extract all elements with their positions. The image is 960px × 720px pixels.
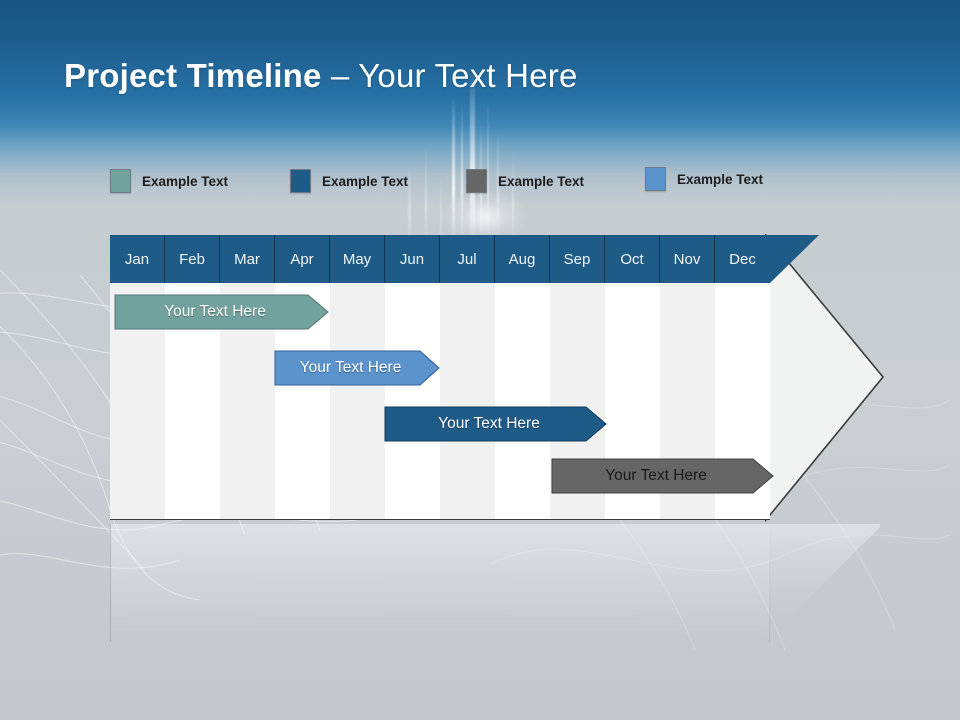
legend-label: Example Text <box>677 171 764 187</box>
timeline-bar-4[interactable]: Your Text Here <box>551 457 774 495</box>
month-header-feb[interactable]: Feb <box>165 235 220 283</box>
legend-item-4[interactable]: Example Text <box>645 166 763 192</box>
month-header-jun[interactable]: Jun <box>385 235 440 283</box>
column-jul <box>440 283 495 519</box>
light-beam-icon <box>452 95 455 245</box>
timeline-bar-2[interactable]: Your Text Here <box>274 349 440 387</box>
legend-item-1[interactable]: Example Text <box>110 168 228 194</box>
month-header-aug[interactable]: Aug <box>495 235 550 283</box>
timeline-bar-3[interactable]: Your Text Here <box>384 405 607 443</box>
timeline-bars: Your Text Here Your Text Here Your Text … <box>110 235 880 523</box>
slide-title: Project Timeline – Your Text Here <box>64 57 578 95</box>
month-header-nov[interactable]: Nov <box>660 235 715 283</box>
bar-shape-icon <box>551 458 774 494</box>
legend-swatch-icon <box>290 169 311 193</box>
month-header-dec[interactable]: Dec <box>715 235 770 283</box>
legend-item-3[interactable]: Example Text <box>466 168 584 194</box>
light-beam-icon <box>425 145 427 243</box>
legend-item-2[interactable]: Example Text <box>290 168 408 194</box>
timeline-chart: Jan Feb Mar Apr May Jun Jul Aug Sep Oct … <box>110 234 885 523</box>
reflection-body <box>110 524 770 642</box>
legend-label: Example Text <box>498 173 585 189</box>
legend-swatch-icon <box>645 167 666 191</box>
bar-shape-icon <box>384 406 607 442</box>
month-header-sep[interactable]: Sep <box>550 235 605 283</box>
page-title-regular: – Your Text Here <box>321 57 578 94</box>
month-header-jul[interactable]: Jul <box>440 235 495 283</box>
legend-swatch-icon <box>110 169 131 193</box>
column-may <box>330 283 385 519</box>
light-beam-icon <box>440 175 442 243</box>
light-beam-icon <box>512 150 514 242</box>
light-glow-icon <box>455 195 515 241</box>
month-header-mar[interactable]: Mar <box>220 235 275 283</box>
light-beam-icon <box>497 130 499 242</box>
legend: Example Text Example Text Example Text E… <box>110 166 830 196</box>
bar-shape-icon <box>274 350 440 386</box>
light-beam-icon <box>461 105 463 240</box>
legend-label: Example Text <box>142 173 229 189</box>
month-header-row: Jan Feb Mar Apr May Jun Jul Aug Sep Oct … <box>110 235 770 283</box>
reflection-arrow-head-icon <box>765 524 880 642</box>
legend-label: Example Text <box>322 173 409 189</box>
bar-shape-icon <box>114 294 329 330</box>
light-beam-icon <box>470 70 475 245</box>
timeline-arrow-head-icon <box>765 234 885 522</box>
month-header-arrow-cap-icon <box>770 235 819 283</box>
light-beam-icon <box>408 165 411 243</box>
column-aug <box>495 283 550 519</box>
page-title-bold: Project Timeline <box>64 57 322 94</box>
month-header-jan[interactable]: Jan <box>110 235 165 283</box>
column-jun <box>385 283 440 519</box>
month-header-oct[interactable]: Oct <box>605 235 660 283</box>
legend-swatch-icon <box>466 169 487 193</box>
timeline-bar-1[interactable]: Your Text Here <box>114 293 329 331</box>
timeline-reflection <box>110 524 880 642</box>
light-beam-icon <box>487 100 489 242</box>
month-header-apr[interactable]: Apr <box>275 235 330 283</box>
month-header-may[interactable]: May <box>330 235 385 283</box>
